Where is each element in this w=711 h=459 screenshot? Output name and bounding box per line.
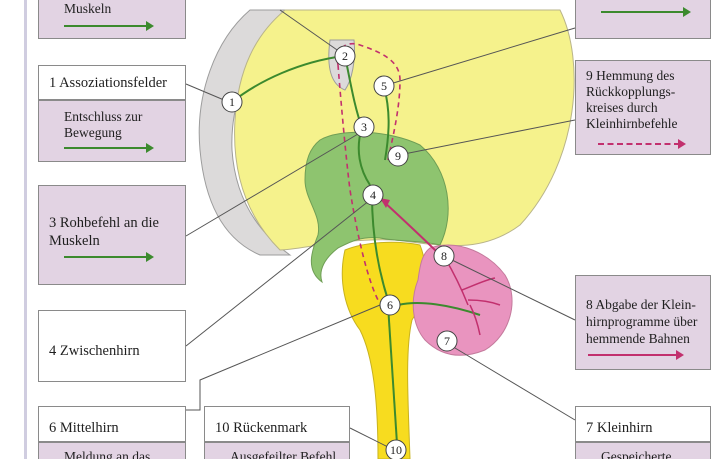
marker-7: 7 xyxy=(437,331,457,351)
box-spinal-cord-detail: Ausgefeilter Befehl xyxy=(204,442,350,459)
box-cerebellar-programs: 8 Abgabe der Klein- hirnprogramme über h… xyxy=(575,275,711,370)
box-cerebellar-programs-title: 8 Abgabe der Klein- hirnprogramme über h… xyxy=(576,276,710,347)
box-association-fields-title: 1 Assoziationsfelder xyxy=(39,66,185,92)
green-arrowhead-top-right xyxy=(683,7,691,17)
box-midbrain: 6 Mittelhirn xyxy=(38,406,186,442)
box-cerebellum: 7 Kleinhirn xyxy=(575,406,711,442)
marker-8: 8 xyxy=(434,246,454,266)
svg-text:3: 3 xyxy=(361,120,367,134)
green-arrowhead-top xyxy=(146,21,154,31)
green-arrow-legend-3 xyxy=(64,256,148,258)
green-arrowhead-3 xyxy=(146,252,154,262)
marker-5: 5 xyxy=(374,76,394,96)
box-raw-command-title: 3 Rohbefehl an die Muskeln xyxy=(39,186,185,250)
box-muscles-top-text: Muskeln xyxy=(39,0,185,17)
cerebellum xyxy=(413,245,512,355)
box-diencephalon-title: 4 Zwischenhirn xyxy=(39,311,185,360)
svg-text:6: 6 xyxy=(387,298,393,312)
green-arrow-legend-top xyxy=(64,25,148,27)
marker-9: 9 xyxy=(388,146,408,166)
marker-1: 1 xyxy=(222,92,242,112)
green-arrowhead-1 xyxy=(146,143,154,153)
pink-arrowhead-9 xyxy=(678,139,686,149)
green-arrow-legend-top-right xyxy=(601,11,685,13)
marker-10: 10 xyxy=(386,440,406,459)
box-midbrain-sub: Meldung an das xyxy=(39,443,185,459)
marker-6: 6 xyxy=(380,295,400,315)
svg-text:2: 2 xyxy=(342,49,348,63)
leader-6 xyxy=(186,305,380,410)
svg-text:4: 4 xyxy=(370,188,376,202)
box-cerebellum-sub: Gespeicherte xyxy=(576,443,710,459)
pink-arrow-legend-8 xyxy=(588,354,678,356)
box-muscles-top: Muskeln xyxy=(38,0,186,39)
svg-text:8: 8 xyxy=(441,249,447,263)
svg-text:1: 1 xyxy=(229,95,235,109)
pink-arrowhead-8 xyxy=(676,350,684,360)
pink-dashed-legend-9 xyxy=(598,143,680,145)
svg-text:9: 9 xyxy=(395,149,401,163)
green-arrow-legend-1 xyxy=(64,147,148,149)
marker-4: 4 xyxy=(363,185,383,205)
box-raw-command: 3 Rohbefehl an die Muskeln xyxy=(38,185,186,285)
svg-text:10: 10 xyxy=(390,443,402,457)
box-top-right xyxy=(575,0,711,39)
box-spinal-cord-sub: Ausgefeilter Befehl xyxy=(205,443,349,459)
svg-text:7: 7 xyxy=(444,334,450,348)
box-cerebellum-title: 7 Kleinhirn xyxy=(576,407,710,437)
box-midbrain-detail: Meldung an das xyxy=(38,442,186,459)
svg-text:5: 5 xyxy=(381,79,387,93)
leader-7 xyxy=(450,345,575,420)
box-association-fields-detail: Entschluss zur Bewegung xyxy=(38,100,186,162)
brainstem xyxy=(342,242,425,459)
box-spinal-cord-title: 10 Rückenmark xyxy=(205,407,349,437)
box-association-fields: 1 Assoziationsfelder xyxy=(38,65,186,100)
marker-3: 3 xyxy=(354,117,374,137)
box-midbrain-title: 6 Mittelhirn xyxy=(39,407,185,437)
box-diencephalon: 4 Zwischenhirn xyxy=(38,310,186,382)
box-association-fields-sub: Entschluss zur Bewegung xyxy=(39,101,185,141)
box-cerebellum-detail: Gespeicherte xyxy=(575,442,711,459)
box-spinal-cord: 10 Rückenmark xyxy=(204,406,350,442)
marker-2: 2 xyxy=(335,46,355,66)
box-feedback-inhibition: 9 Hemmung des Rückkopplungs- kreises dur… xyxy=(575,60,711,155)
box-feedback-inhibition-title: 9 Hemmung des Rückkopplungs- kreises dur… xyxy=(576,61,710,132)
